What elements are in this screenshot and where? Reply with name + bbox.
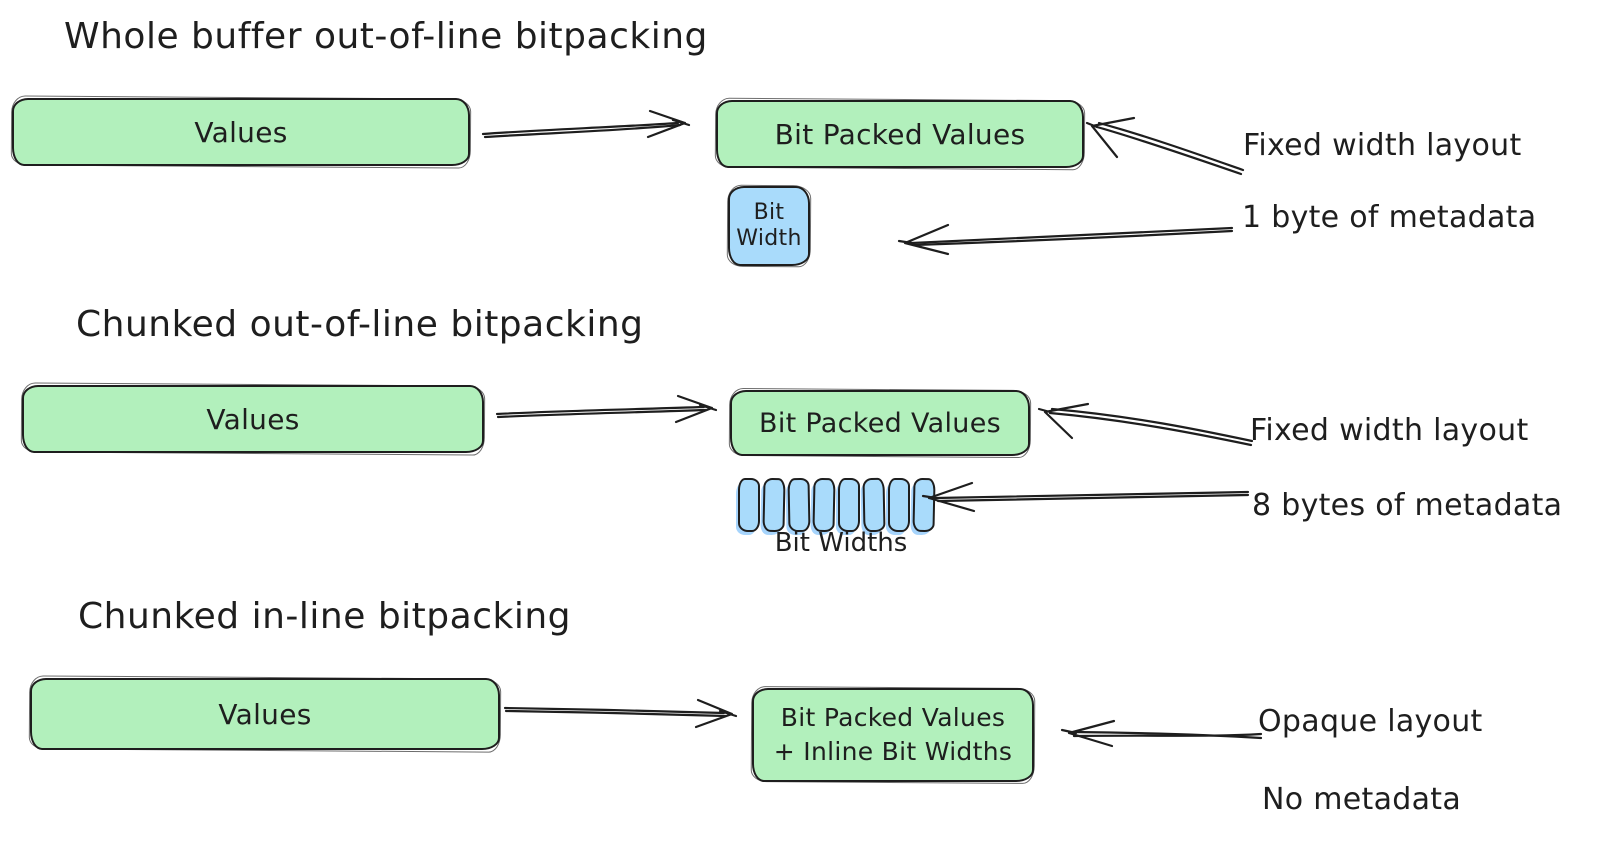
values-box-1: Values [12,98,470,166]
arrow-values-to-packed-3 [503,698,738,729]
values-label-2: Values [206,402,300,436]
bit-width-chunk [812,477,836,533]
bit-width-chunks [738,477,936,533]
annotation-8-bytes-metadata: 8 bytes of metadata [1252,488,1563,523]
bit-width-line-2: Width [736,226,802,251]
arrow-annotation-to-packed-3 [1060,719,1263,748]
bit-width-chunk [888,478,910,532]
arrow-annotation-to-chunks [921,481,1250,513]
values-label-1: Values [194,115,288,149]
bit-width-chunk [862,477,886,533]
bit-width-chunk [762,477,786,533]
bit-width-chunk [787,477,811,533]
annotation-no-metadata: No metadata [1262,782,1462,817]
section-title-whole-buffer: Whole buffer out-of-line bitpacking [64,16,708,57]
bit-packed-inline-box: Bit Packed Values + Inline Bit Widths [752,688,1034,782]
bit-width-chunk [838,478,860,532]
bit-width-box: Bit Width [728,186,810,266]
annotation-opaque-layout: Opaque layout [1258,704,1483,739]
bit-width-chunk [738,478,760,532]
annotation-1-byte-metadata: 1 byte of metadata [1242,200,1537,235]
arrow-annotation-to-bit-width [897,223,1234,256]
arrow-values-to-packed-1 [481,109,691,139]
arrow-annotation-to-packed-2 [1037,402,1254,447]
bit-packed-values-label-2: Bit Packed Values [759,407,1001,439]
values-box-3: Values [30,678,500,750]
bit-widths-label: Bit Widths [774,528,908,558]
arrow-annotation-to-packed-1 [1085,116,1245,176]
bit-packed-values-box-2: Bit Packed Values [730,390,1030,456]
bit-packed-values-box-1: Bit Packed Values [716,100,1084,168]
annotation-fixed-width-layout-2: Fixed width layout [1250,413,1529,448]
bit-packed-inline-line-1: Bit Packed Values [780,703,1006,733]
bit-width-line-1: Bit [753,199,785,225]
values-label-3: Values [218,697,312,731]
section-title-chunked-in-line: Chunked in-line bitpacking [78,596,572,637]
annotation-fixed-width-layout-1: Fixed width layout [1243,128,1522,163]
values-box-2: Values [22,385,484,453]
bit-packed-values-label-1: Bit Packed Values [774,117,1026,151]
section-title-chunked-out-of-line: Chunked out-of-line bitpacking [76,304,644,345]
bit-packed-inline-line-2: + Inline Bit Widths [773,737,1013,766]
arrow-values-to-packed-2 [495,394,718,424]
